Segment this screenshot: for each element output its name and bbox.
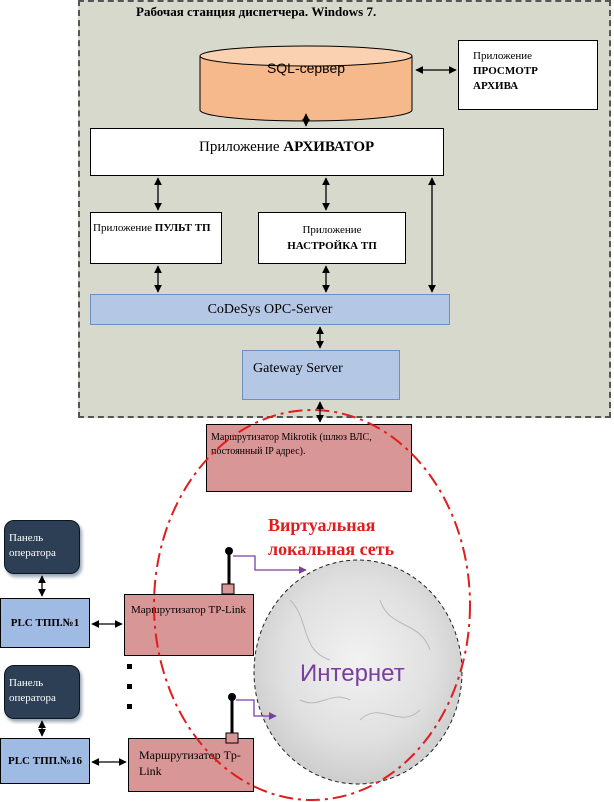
mikrotik-router: Маршрутизатор Mikrotik (шлюз ВЛС, постоя… xyxy=(206,424,412,492)
archiver-prefix: Приложение xyxy=(199,139,284,155)
archive-viewer-app: Приложение ПРОСМОТР АРХИВА xyxy=(458,40,598,110)
panel1-line2: оператора xyxy=(9,547,56,559)
router1-antenna-port xyxy=(221,583,235,595)
panel2-line2: оператора xyxy=(9,692,56,704)
vlan-label-line1: Виртуальная xyxy=(268,515,376,535)
gateway-server: Gateway Server xyxy=(242,350,400,400)
sql-server-label: SQL-сервер xyxy=(266,60,346,76)
panel1-line1: Панель xyxy=(9,532,44,544)
operator-panel-1: Панель оператора xyxy=(4,520,80,574)
tplink-router-16: Маршрутизатор Tp-Link xyxy=(128,738,254,792)
vlan-label-line2: локальная сеть xyxy=(268,539,395,559)
settings-name: НАСТРОЙКА ТП xyxy=(287,240,377,252)
opc-server: CoDeSys OPC-Server xyxy=(90,294,450,325)
ellipsis-dot xyxy=(127,684,132,689)
pult-name: ПУЛЬТ ТП xyxy=(154,222,211,234)
archive-viewer-prefix: Приложение xyxy=(473,50,533,62)
archiver-name: АРХИВАТОР xyxy=(283,139,375,155)
archive-viewer-name: ПРОСМОТР АРХИВА xyxy=(473,65,538,92)
router16-internet-link xyxy=(236,699,277,720)
ellipsis-dot xyxy=(127,664,132,669)
plc-16: PLC ТПП.№16 xyxy=(0,738,90,784)
pult-tp-app: Приложение ПУЛЬТ ТП xyxy=(90,212,222,264)
archiver-app: Приложение АРХИВАТОР xyxy=(90,128,444,176)
sql-server-cylinder xyxy=(199,45,413,122)
internet-label: Интернет xyxy=(300,660,405,687)
vlan-label: Виртуальная локальная сеть xyxy=(268,513,394,561)
pult-prefix: Приложение xyxy=(93,222,155,234)
router16-antenna-tip xyxy=(228,693,236,701)
settings-prefix: Приложение xyxy=(302,224,362,236)
plc-1: PLC ТПП.№1 xyxy=(0,598,90,648)
workstation-title: Рабочая станция диспетчера. Windows 7. xyxy=(136,4,377,19)
panel2-line1: Панель xyxy=(9,677,44,689)
operator-panel-16: Панель оператора xyxy=(4,665,80,719)
tplink-router-1: Маршрутизатор TP-Link xyxy=(124,594,254,656)
ellipsis-dot xyxy=(127,704,132,709)
settings-tp-app: Приложение НАСТРОЙКА ТП xyxy=(258,212,406,264)
router1-antenna-tip xyxy=(225,547,233,555)
